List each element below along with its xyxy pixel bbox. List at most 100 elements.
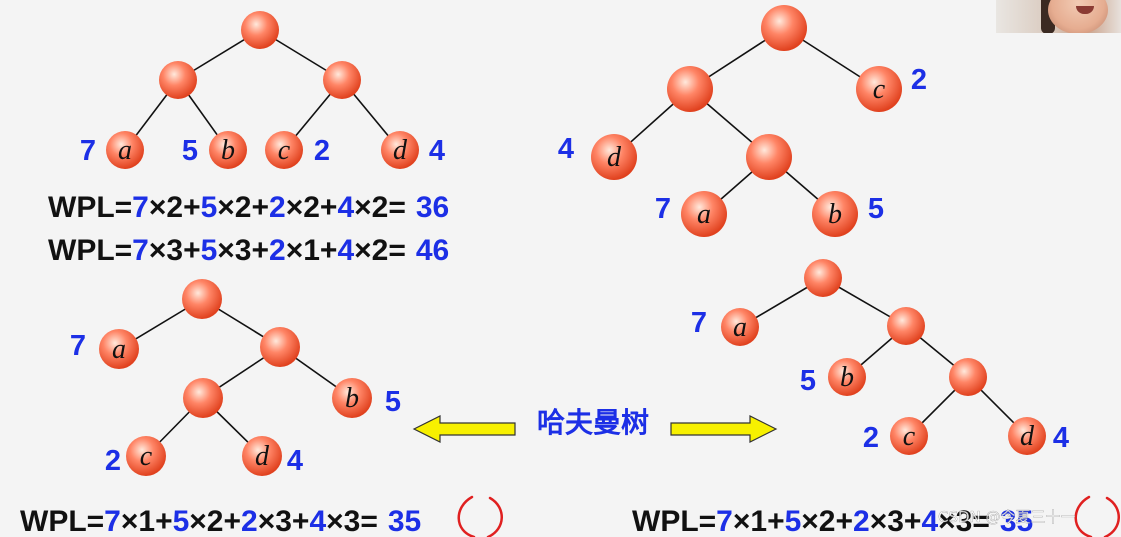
webcam-thumbnail — [996, 0, 1121, 33]
leaf-weight: 5 — [182, 135, 198, 167]
formula-term: ×3+ — [870, 505, 922, 537]
leaf-node — [381, 131, 419, 169]
leaf-node — [828, 358, 866, 396]
leaf-node — [126, 436, 166, 476]
formula-term: ×3+ — [149, 234, 201, 267]
leaf-letter: b — [840, 362, 854, 393]
leaf-node — [209, 131, 247, 169]
formula-weight: 2 — [241, 505, 258, 537]
internal-node — [746, 134, 792, 180]
wpl-result: 35 — [1000, 505, 1033, 537]
leaf-node — [681, 191, 727, 237]
formula-term: WPL= — [48, 191, 132, 224]
internal-node — [159, 61, 197, 99]
leaf-weight: 2 — [314, 135, 330, 167]
leaf-weight: 4 — [429, 135, 445, 167]
formula-weight: 7 — [104, 505, 121, 537]
leaf-weight: 5 — [868, 193, 884, 225]
internal-node — [887, 307, 925, 345]
formula-term: ×2+ — [189, 505, 241, 537]
internal-node — [323, 61, 361, 99]
internal-node — [241, 11, 279, 49]
formula-term: ×2= — [354, 191, 406, 224]
formula-term: ×3= — [326, 505, 378, 537]
leaf-node — [242, 436, 282, 476]
formula-weight: 5 — [201, 234, 218, 267]
formula-weight: 2 — [269, 191, 286, 224]
leaf-node — [856, 66, 902, 112]
formula-weight: 2 — [853, 505, 870, 537]
formula-term: ×1+ — [121, 505, 173, 537]
leaf-node — [721, 308, 759, 346]
leaf-weight: 4 — [287, 445, 303, 477]
formula-weight: 2 — [269, 234, 286, 267]
leaf-letter: d — [255, 441, 270, 472]
leaf-letter: a — [697, 199, 711, 230]
wpl-formula: WPL=7×1+5×2+2×3+4×3=35 — [632, 505, 1033, 537]
double-arrow: 哈夫曼树 — [412, 406, 778, 443]
leaf-node — [890, 417, 928, 455]
arrow-left-shape — [412, 415, 516, 443]
wpl-result: 46 — [416, 234, 449, 267]
formula-term: WPL= — [20, 505, 104, 537]
formula-term: WPL= — [48, 234, 132, 267]
leaf-node — [1008, 417, 1046, 455]
leaf-letter: d — [1020, 421, 1035, 452]
webcam-mouth — [1076, 6, 1094, 14]
formula-term: ×2+ — [801, 505, 853, 537]
wpl-formula: WPL=7×3+5×3+2×1+4×2=46 — [48, 234, 449, 267]
leaf-node — [591, 134, 637, 180]
formula-weight: 4 — [337, 191, 354, 224]
formula-term: ×2= — [354, 234, 406, 267]
formula-weight: 5 — [173, 505, 190, 537]
formula-weight: 5 — [785, 505, 802, 537]
leaf-letter: a — [118, 135, 132, 166]
formula-term: ×2+ — [149, 191, 201, 224]
leaf-letter: a — [112, 334, 126, 365]
leaf-letter: a — [733, 312, 747, 343]
leaf-letter: c — [140, 441, 153, 472]
internal-node — [183, 378, 223, 418]
leaf-weight: 5 — [385, 386, 401, 418]
leaf-weight: 5 — [800, 365, 816, 397]
leaf-node — [106, 131, 144, 169]
internal-node — [804, 259, 842, 297]
huffman-tree-label: 哈夫曼树 — [537, 406, 649, 439]
formula-weight: 7 — [716, 505, 733, 537]
formula-weight: 5 — [201, 191, 218, 224]
formula-term: ×2+ — [217, 191, 269, 224]
formula-term: ×3+ — [258, 505, 310, 537]
leaf-letter: d — [607, 142, 622, 173]
leaf-node — [265, 131, 303, 169]
formula-term: ×1+ — [733, 505, 785, 537]
formula-term: ×2+ — [286, 191, 338, 224]
leaf-letter: c — [873, 74, 886, 105]
wpl-formula: WPL=7×2+5×2+2×2+4×2=36 — [48, 191, 449, 224]
leaf-weight: 2 — [863, 422, 879, 454]
formula-weight: 7 — [132, 234, 149, 267]
leaf-letter: b — [345, 383, 359, 414]
tree-nodes — [99, 5, 1046, 476]
wpl-result: 35 — [388, 505, 421, 537]
leaf-letter: b — [828, 199, 842, 230]
wpl-formulas: WPL=7×2+5×2+2×2+4×2=36WPL=7×3+5×3+2×1+4×… — [20, 191, 1120, 537]
result-circle-mark — [457, 495, 503, 537]
formula-term: ×1+ — [286, 234, 338, 267]
watermark-text: CSDN @今夏三十一 — [938, 508, 1076, 526]
leaf-letter: c — [903, 421, 916, 452]
wpl-formula: WPL=7×1+5×2+2×3+4×3=35 — [20, 505, 421, 537]
arrow-right-shape — [670, 415, 778, 443]
leaf-letter: b — [221, 135, 235, 166]
wpl-result: 36 — [416, 191, 449, 224]
internal-node — [667, 66, 713, 112]
leaf-weight: 4 — [1053, 422, 1069, 454]
webcam-face — [1048, 0, 1108, 33]
leaf-weight: 2 — [105, 445, 121, 477]
formula-term: ×3+ — [217, 234, 269, 267]
internal-node — [182, 279, 222, 319]
leaf-weight: 4 — [558, 133, 574, 165]
internal-node — [949, 358, 987, 396]
leaf-weight: 7 — [70, 330, 86, 362]
